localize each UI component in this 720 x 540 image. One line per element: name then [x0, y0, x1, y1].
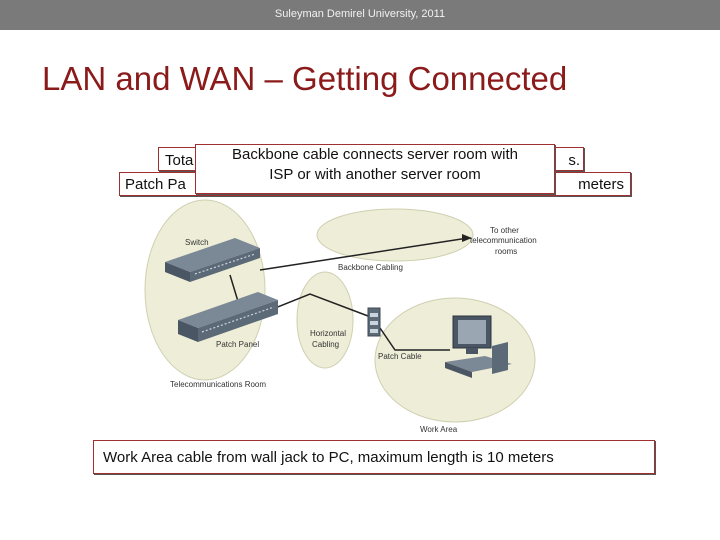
callout-backbone: Backbone cable connects server room with…	[195, 144, 555, 194]
callout-total-head: Tota	[165, 152, 194, 169]
backbone-arrow	[462, 234, 472, 242]
callout-work-area: Work Area cable from wall jack to PC, ma…	[93, 440, 655, 474]
patch-panel-icon	[178, 292, 278, 342]
backbone-cable	[259, 237, 469, 271]
header-institution: Suleyman Demirel University, 2011	[274, 8, 446, 20]
work-area-zone	[374, 297, 536, 423]
to-other-label-3: rooms	[495, 247, 518, 256]
callout-work-area-text: Work Area cable from wall jack to PC, ma…	[103, 449, 554, 466]
switch-label: Switch	[185, 238, 209, 247]
patch-panel-label: Patch Panel	[216, 340, 260, 349]
diagram-graphic	[144, 199, 536, 423]
wall-jack-icon	[367, 307, 381, 337]
backbone-cabling-label: Backbone Cabling	[338, 263, 403, 272]
network-cabling-diagram: Switch To other telecommunication rooms …	[140, 199, 600, 440]
switch-icon	[165, 238, 260, 282]
callout-backbone-line1: Backbone cable connects server room with	[232, 146, 518, 163]
horizontal-label-2: Cabling	[312, 340, 340, 349]
patch-cable-label: Patch Cable	[378, 352, 422, 361]
header-bar: Suleyman Demirel University, 2011	[0, 0, 720, 30]
backbone-zone	[316, 208, 474, 262]
telecom-room-label: Telecommunications Room	[170, 380, 267, 389]
work-area-cable	[379, 327, 450, 351]
callout-backbone-line2: ISP or with another server room	[269, 166, 481, 183]
callout-total-tail: s.	[568, 152, 580, 169]
to-other-label-1: To other	[490, 226, 519, 235]
telecom-room-zone	[144, 199, 266, 381]
work-area-label: Work Area	[420, 425, 458, 434]
callout-patch-tail: meters	[578, 176, 624, 193]
horizontal-zone	[296, 271, 354, 369]
horizontal-label-1: Horizontal	[310, 329, 347, 338]
workstation-icon	[445, 315, 512, 378]
slide-title: LAN and WAN – Getting Connected	[42, 60, 568, 97]
to-other-label-2: telecommunication	[470, 236, 537, 245]
callout-patch-head: Patch Pa	[125, 176, 186, 193]
